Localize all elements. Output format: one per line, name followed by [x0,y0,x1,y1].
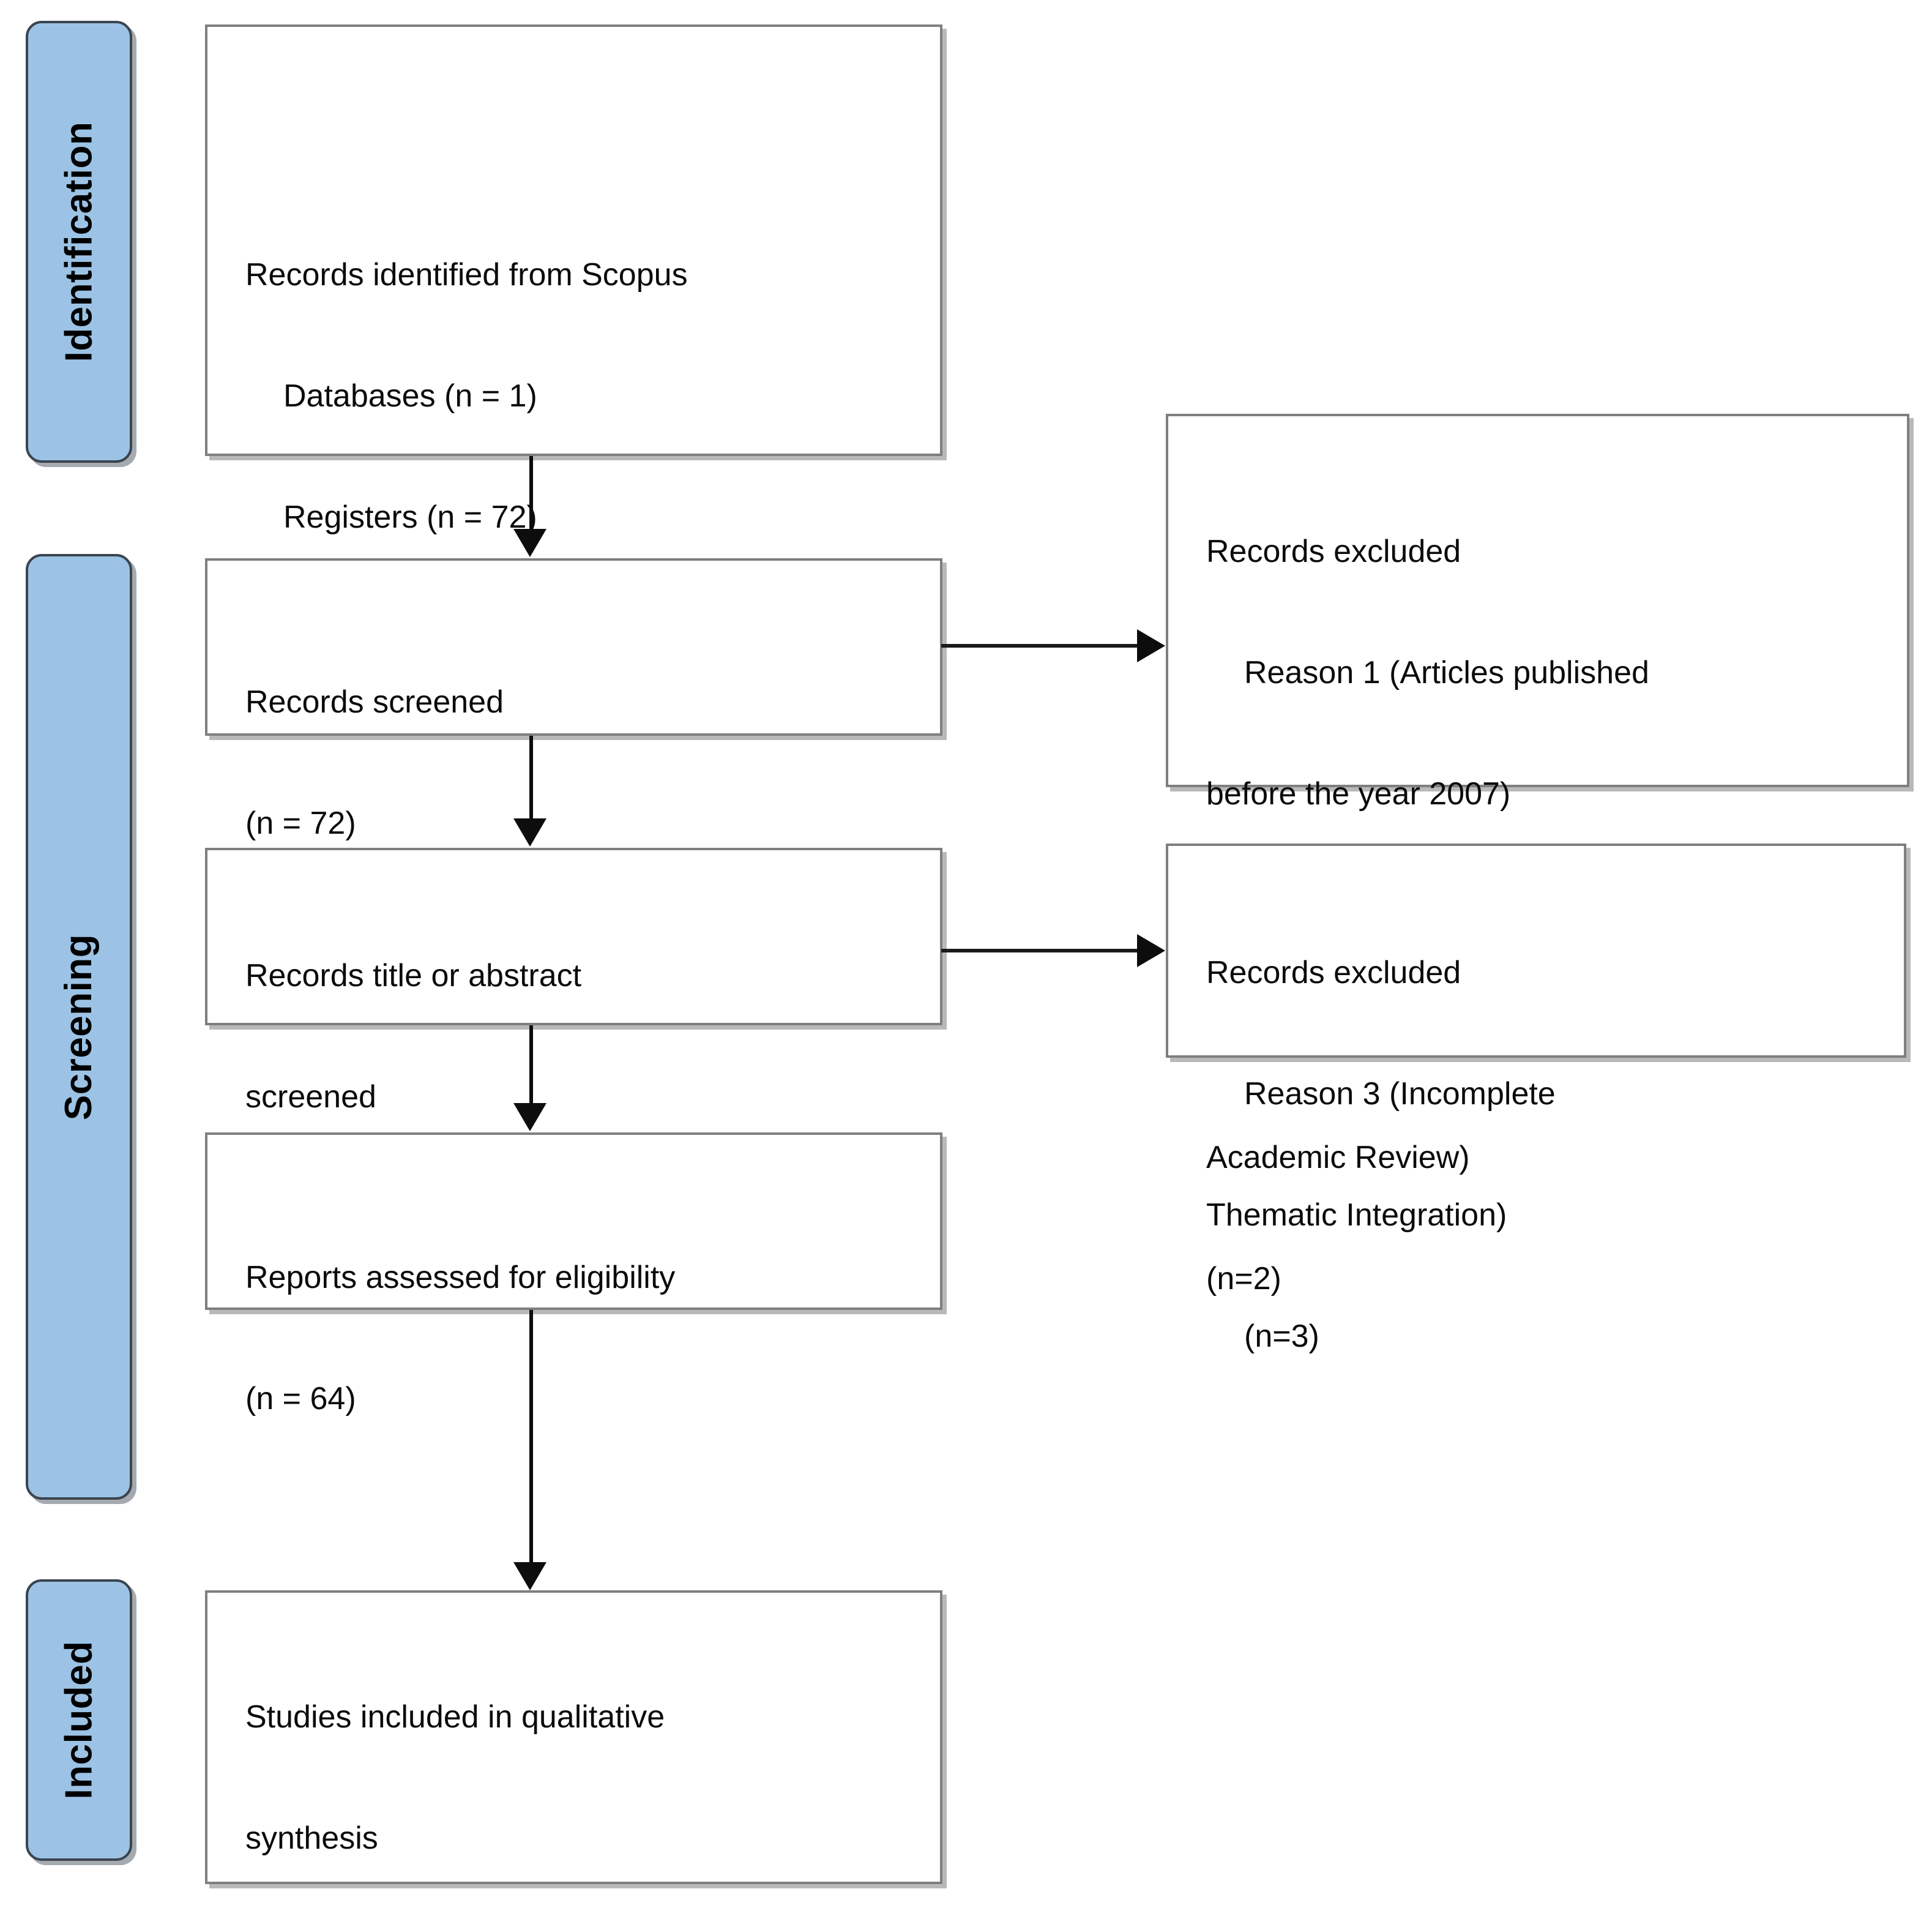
records-excluded-1-reason-1-line-2: before the year 2007) [1206,776,1511,812]
stage-tab-included-label: Included [58,1641,100,1800]
records-identified-registers: Registers (n = 72) [283,499,537,535]
records-excluded-1-heading: Records excluded [1206,534,1461,569]
stage-tab-included: Included [26,1579,132,1861]
box-records-excluded-2: Records excluded Reason 3 (Incomplete Th… [1166,844,1906,1354]
stage-tab-identification-label: Identification [58,121,100,362]
records-identified-heading: Records identified from Scopus [245,257,688,293]
connector-reports-to-studies-included-arrowhead [513,1562,546,1590]
stage-tab-identification: Identification [26,21,132,463]
connector-title-abstract-to-reports [529,1025,533,1105]
connector-identified-to-screened [529,456,533,531]
connector-reports-to-studies-included [529,1310,533,1564]
connector-title-abstract-to-excluded-2-arrowhead [1137,934,1165,967]
box-reports-assessed-text: Reports assessed for eligibility (n = 64… [245,1177,929,1500]
box-records-excluded-1: Records excluded Reason 1 (Articles publ… [1166,414,1909,1296]
records-excluded-2-reason-3-line-1: Reason 3 (Incomplete [1244,1076,1556,1112]
box-records-excluded-2-text: Records excluded Reason 3 (Incomplete Th… [1206,872,1893,1437]
box-records-screened: Records screened (n = 72) [205,558,942,841]
studies-included-line-2: synthesis [245,1820,378,1856]
stage-tab-screening-label: Screening [58,933,100,1120]
records-excluded-1-reason-2-line-2: Academic Review) [1206,1140,1470,1175]
records-excluded-1-reason-2-count: (n=2) [1206,1261,1281,1296]
records-screened-heading: Records screened [245,684,504,720]
records-title-abstract-heading-line-1: Records title or abstract [245,958,582,993]
records-identified-databases: Databases (n = 1) [283,378,537,414]
records-excluded-2-heading: Records excluded [1206,955,1461,990]
records-screened-count: (n = 72) [245,806,356,841]
reports-assessed-heading: Reports assessed for eligibility [245,1260,676,1295]
records-excluded-2-reason-3-count: (n=3) [1244,1319,1319,1354]
connector-title-abstract-to-excluded-2 [941,949,1138,952]
connector-identified-to-screened-arrowhead [513,529,546,557]
box-records-identified: Records identified from Scopus Databases… [205,24,942,535]
records-excluded-2-reason-3-line-2: Thematic Integration) [1206,1197,1507,1233]
records-title-abstract-heading-line-2: screened [245,1079,376,1115]
connector-screened-to-title-abstract-arrowhead [513,818,546,847]
connector-screened-to-title-abstract [529,736,533,820]
records-excluded-1-reason-1-line-1: Reason 1 (Articles published [1244,655,1649,690]
studies-included-line-1: Studies included in qualitative [245,1699,665,1735]
reports-assessed-count: (n = 64) [245,1381,356,1416]
box-records-title-abstract-screened: Records title or abstract screened (n = … [205,848,942,1236]
box-reports-assessed: Reports assessed for eligibility (n = 64… [205,1132,942,1416]
stage-tab-screening: Screening [26,554,132,1500]
box-studies-included: Studies included in qualitative synthesi… [205,1590,942,1884]
connector-title-abstract-to-reports-arrowhead [513,1103,546,1131]
box-studies-included-text: Studies included in qualitative synthesi… [245,1616,929,1908]
connector-screened-to-excluded-1 [941,644,1138,648]
box-records-screened-text: Records screened (n = 72) [245,601,929,924]
connector-screened-to-excluded-1-arrowhead [1137,629,1165,662]
box-records-identified-text: Records identified from Scopus Databases… [245,174,929,618]
